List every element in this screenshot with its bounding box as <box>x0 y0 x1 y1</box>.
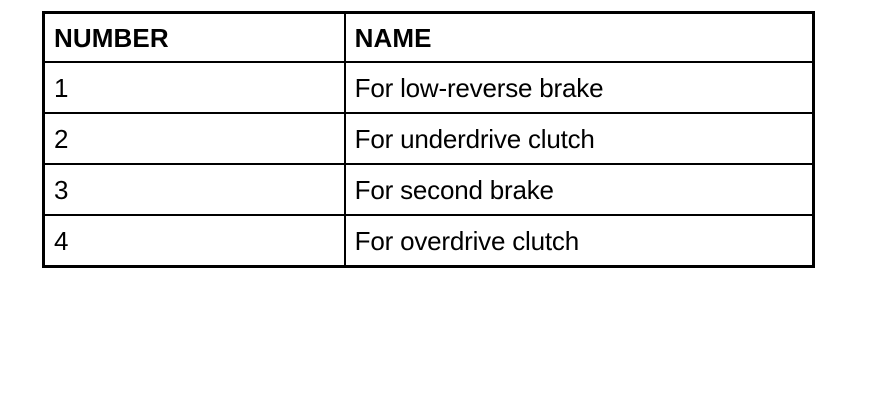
row-name-value: For low-reverse brake <box>354 73 604 102</box>
row-name-cell: For second brake <box>344 164 814 216</box>
table-row: 4 For overdrive clutch <box>43 215 814 267</box>
column-header-name-cell: NAME <box>344 12 814 63</box>
row-name-value: For second brake <box>354 175 554 204</box>
column-header-number-cell: NUMBER <box>43 12 346 63</box>
table-row: 2 For underdrive clutch <box>43 113 814 165</box>
row-number-value: 2 <box>54 124 69 153</box>
table-row: 1 For low-reverse brake <box>43 62 814 114</box>
row-name-cell: For overdrive clutch <box>344 215 814 267</box>
row-number-cell: 3 <box>43 164 346 216</box>
column-header-name: NAME <box>354 23 432 52</box>
row-name-cell: For underdrive clutch <box>344 113 814 165</box>
row-number-value: 1 <box>54 73 69 102</box>
row-number-cell: 2 <box>43 113 346 165</box>
row-number-value: 4 <box>54 226 69 255</box>
row-name-value: For overdrive clutch <box>354 226 580 255</box>
row-number-cell: 1 <box>43 62 346 114</box>
row-name-cell: For low-reverse brake <box>344 62 814 114</box>
row-name-value: For underdrive clutch <box>354 124 595 153</box>
table-row: 3 For second brake <box>43 164 814 216</box>
component-number-name-table: NUMBER NAME 1 For low-reverse brake 2 <box>42 11 815 268</box>
row-number-cell: 4 <box>43 215 346 267</box>
row-number-value: 3 <box>54 175 69 204</box>
table-header-row: NUMBER NAME <box>43 12 814 63</box>
column-header-number: NUMBER <box>54 23 169 52</box>
